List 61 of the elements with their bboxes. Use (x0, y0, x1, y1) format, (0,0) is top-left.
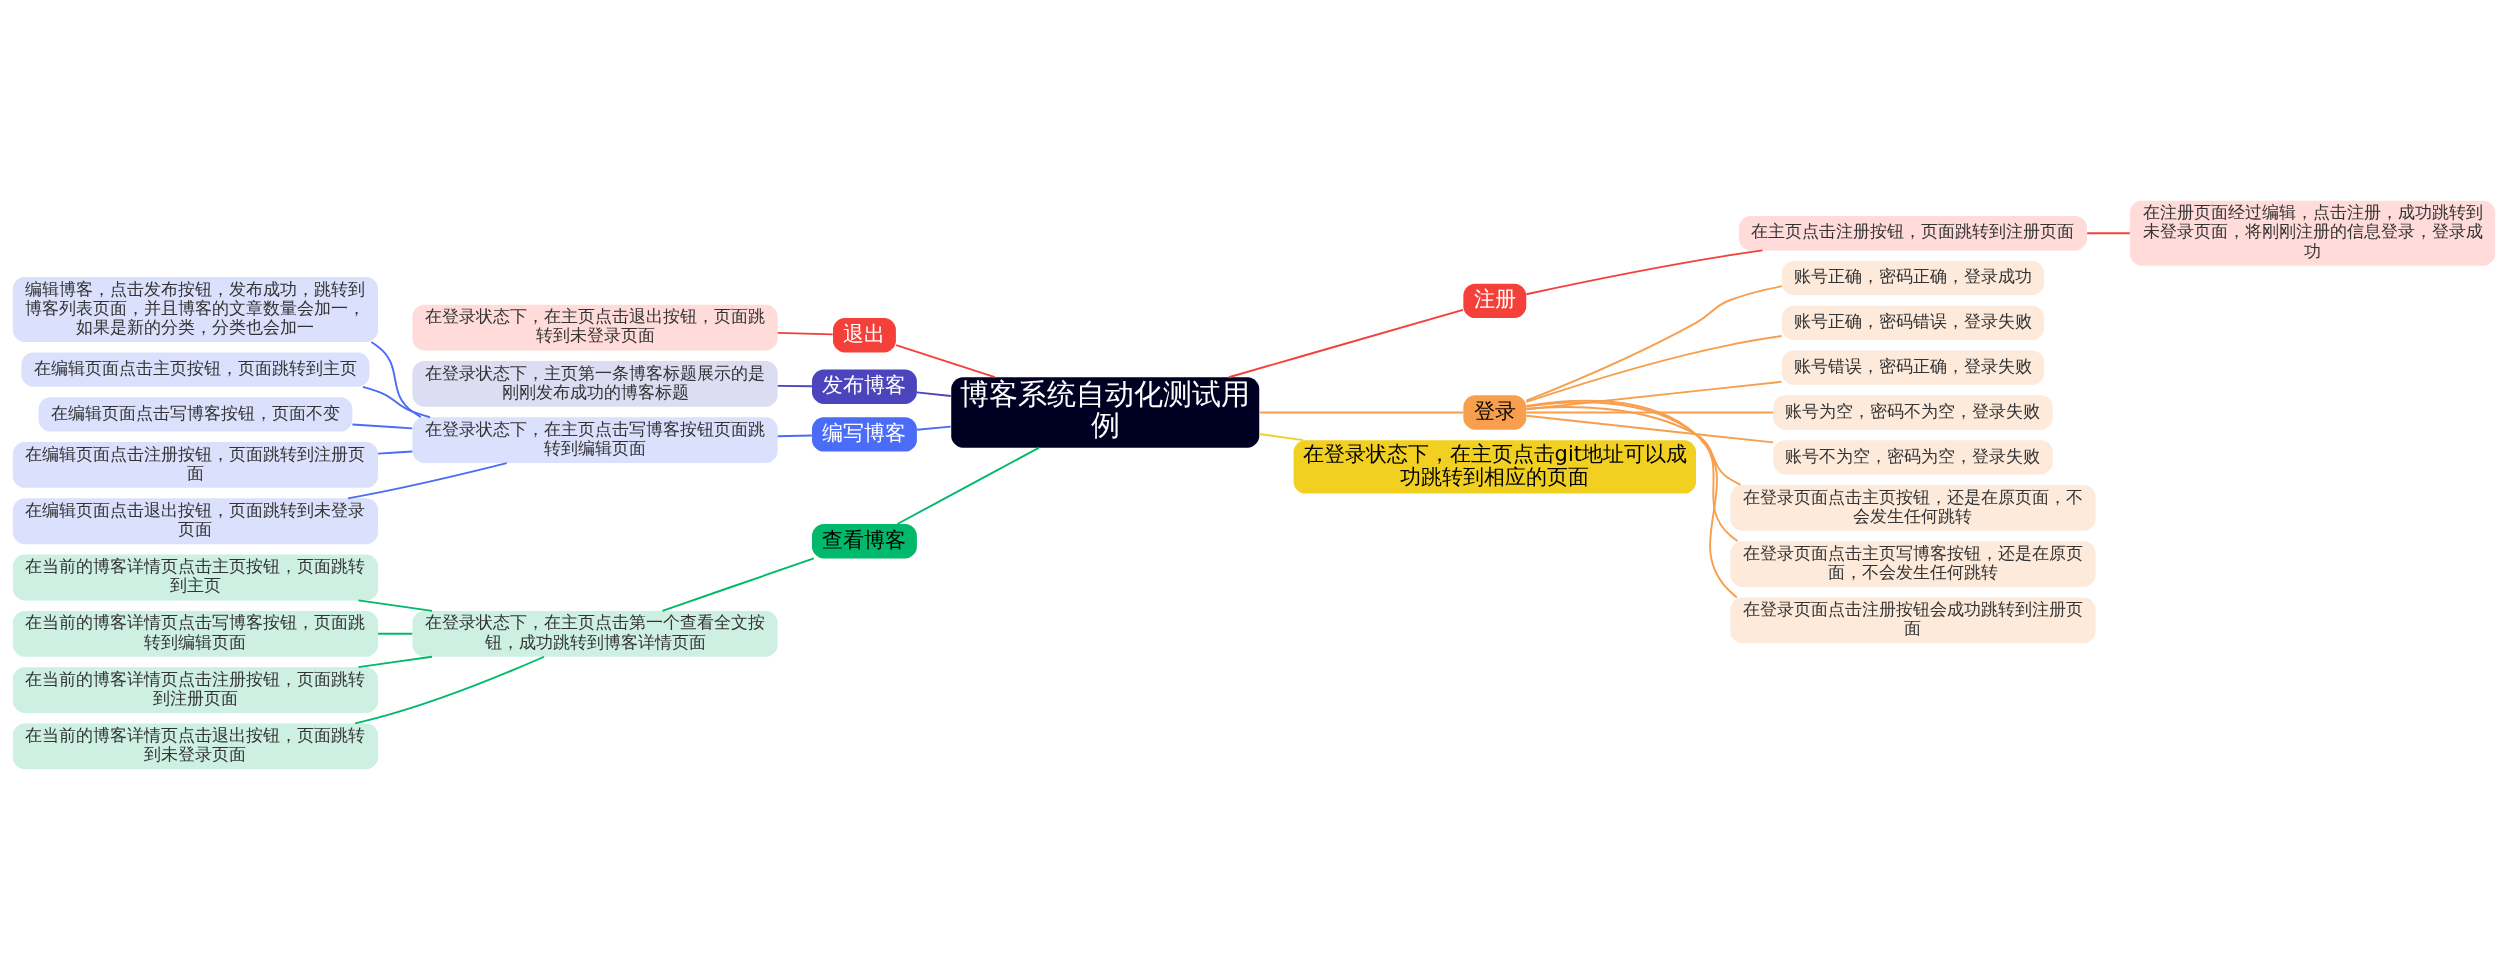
connector (347, 461, 508, 499)
node-box: 编辑博客，点击发布按钮，发布成功，跳转到博客列表页面，并且博客的文章数量会加一，如果是新的分类，分类也会加一 (12, 276, 379, 342)
node-box: 账号为空，密码不为空，登录失败 (1773, 394, 2053, 430)
node-box: 在当前的博客详情页点击注册按钮，页面跳转到注册页面 (12, 666, 379, 713)
connector (661, 557, 815, 612)
connector (895, 343, 996, 378)
connector (361, 385, 431, 418)
node-box: 在登录状态下，在主页点击写博客按钮页面跳转到编辑页面 (412, 416, 778, 463)
node-box: 在登录状态下，在主页点击退出按钮，页面跳转到未登录页面 (412, 304, 778, 351)
node-box: 注册 (1463, 283, 1527, 318)
connector (1525, 334, 1783, 403)
node-box: 博客系统自动化测试用例 (951, 376, 1260, 448)
node-box: 账号不为空，密码为空，登录失败 (1773, 439, 2053, 474)
connector (2086, 231, 2131, 234)
connector (1525, 400, 1739, 542)
node-box: 查看博客 (812, 523, 917, 558)
connector (1525, 248, 1764, 295)
connector (354, 655, 545, 724)
node-box: 在登录页面点击主页按钮，还是在原页面，不会发生任何跳转 (1730, 484, 2096, 531)
node-box: 在当前的博客详情页点击退出按钮，页面跳转到未登录页面 (12, 722, 379, 769)
node-box: 在登录状态下，在主页点击git地址可以成功跳转到相应的页面 (1293, 439, 1696, 494)
node-box: 账号错误，密码正确，登录失败 (1781, 350, 2045, 385)
connector (1525, 284, 1783, 402)
connector (1227, 308, 1464, 378)
connector (351, 423, 414, 429)
node-box: 编写博客 (812, 416, 917, 452)
connector (1258, 411, 1465, 413)
node-box: 在编辑页面点击主页按钮，页面跳转到主页 (21, 351, 370, 387)
node-box: 在编辑页面点击注册按钮，页面跳转到注册页面 (12, 441, 379, 488)
node-box: 账号正确，密码错误，登录失败 (1781, 305, 2045, 340)
connector (916, 390, 952, 397)
node-box: 在编辑页面点击退出按钮，页面跳转到未登录页面 (12, 497, 379, 544)
connector (1525, 414, 1775, 443)
connector (776, 434, 813, 437)
connector (916, 425, 952, 431)
connector (896, 446, 1040, 525)
node-box: 在登录页面点击主页写博客按钮，还是在原页面，不会发生任何跳转 (1730, 540, 2096, 587)
connector (370, 340, 422, 418)
node-box: 在登录状态下，主页第一条博客标题展示的是刚刚发布成功的博客标题 (412, 360, 778, 407)
node-box: 在当前的博客详情页点击主页按钮，页面跳转到主页 (12, 554, 379, 600)
connector (776, 331, 834, 335)
connector (1525, 399, 1738, 598)
connector (357, 655, 433, 668)
node-box: 发布博客 (812, 369, 917, 404)
node-box: 在登录页面点击注册按钮会成功跳转到注册页面 (1730, 597, 2096, 643)
node-box: 登录 (1463, 394, 1527, 430)
node-box: 在当前的博客详情页点击写博客按钮，页面跳转到编辑页面 (12, 610, 379, 657)
connector (1258, 432, 1305, 441)
connector (377, 632, 414, 635)
node-box: 在编辑页面点击写博客按钮，页面不变 (38, 396, 353, 432)
connector (1525, 411, 1775, 413)
connector (1525, 380, 1783, 410)
node-box: 退出 (832, 317, 896, 352)
connector (377, 450, 414, 455)
connector (357, 598, 433, 612)
node-box: 在登录状态下，在主页点击第一个查看全文按钮，成功跳转到博客详情页面 (412, 610, 778, 657)
connector (1525, 405, 1742, 486)
node-box: 在主页点击注册按钮，页面跳转到注册页面 (1738, 215, 2087, 250)
node-box: 在注册页面经过编辑，点击注册，成功跳转到未登录页面，将刚刚注册的信息登录，登录成功 (2129, 200, 2496, 266)
connector (776, 384, 813, 387)
node-box: 账号正确，密码正确，登录成功 (1781, 260, 2045, 295)
